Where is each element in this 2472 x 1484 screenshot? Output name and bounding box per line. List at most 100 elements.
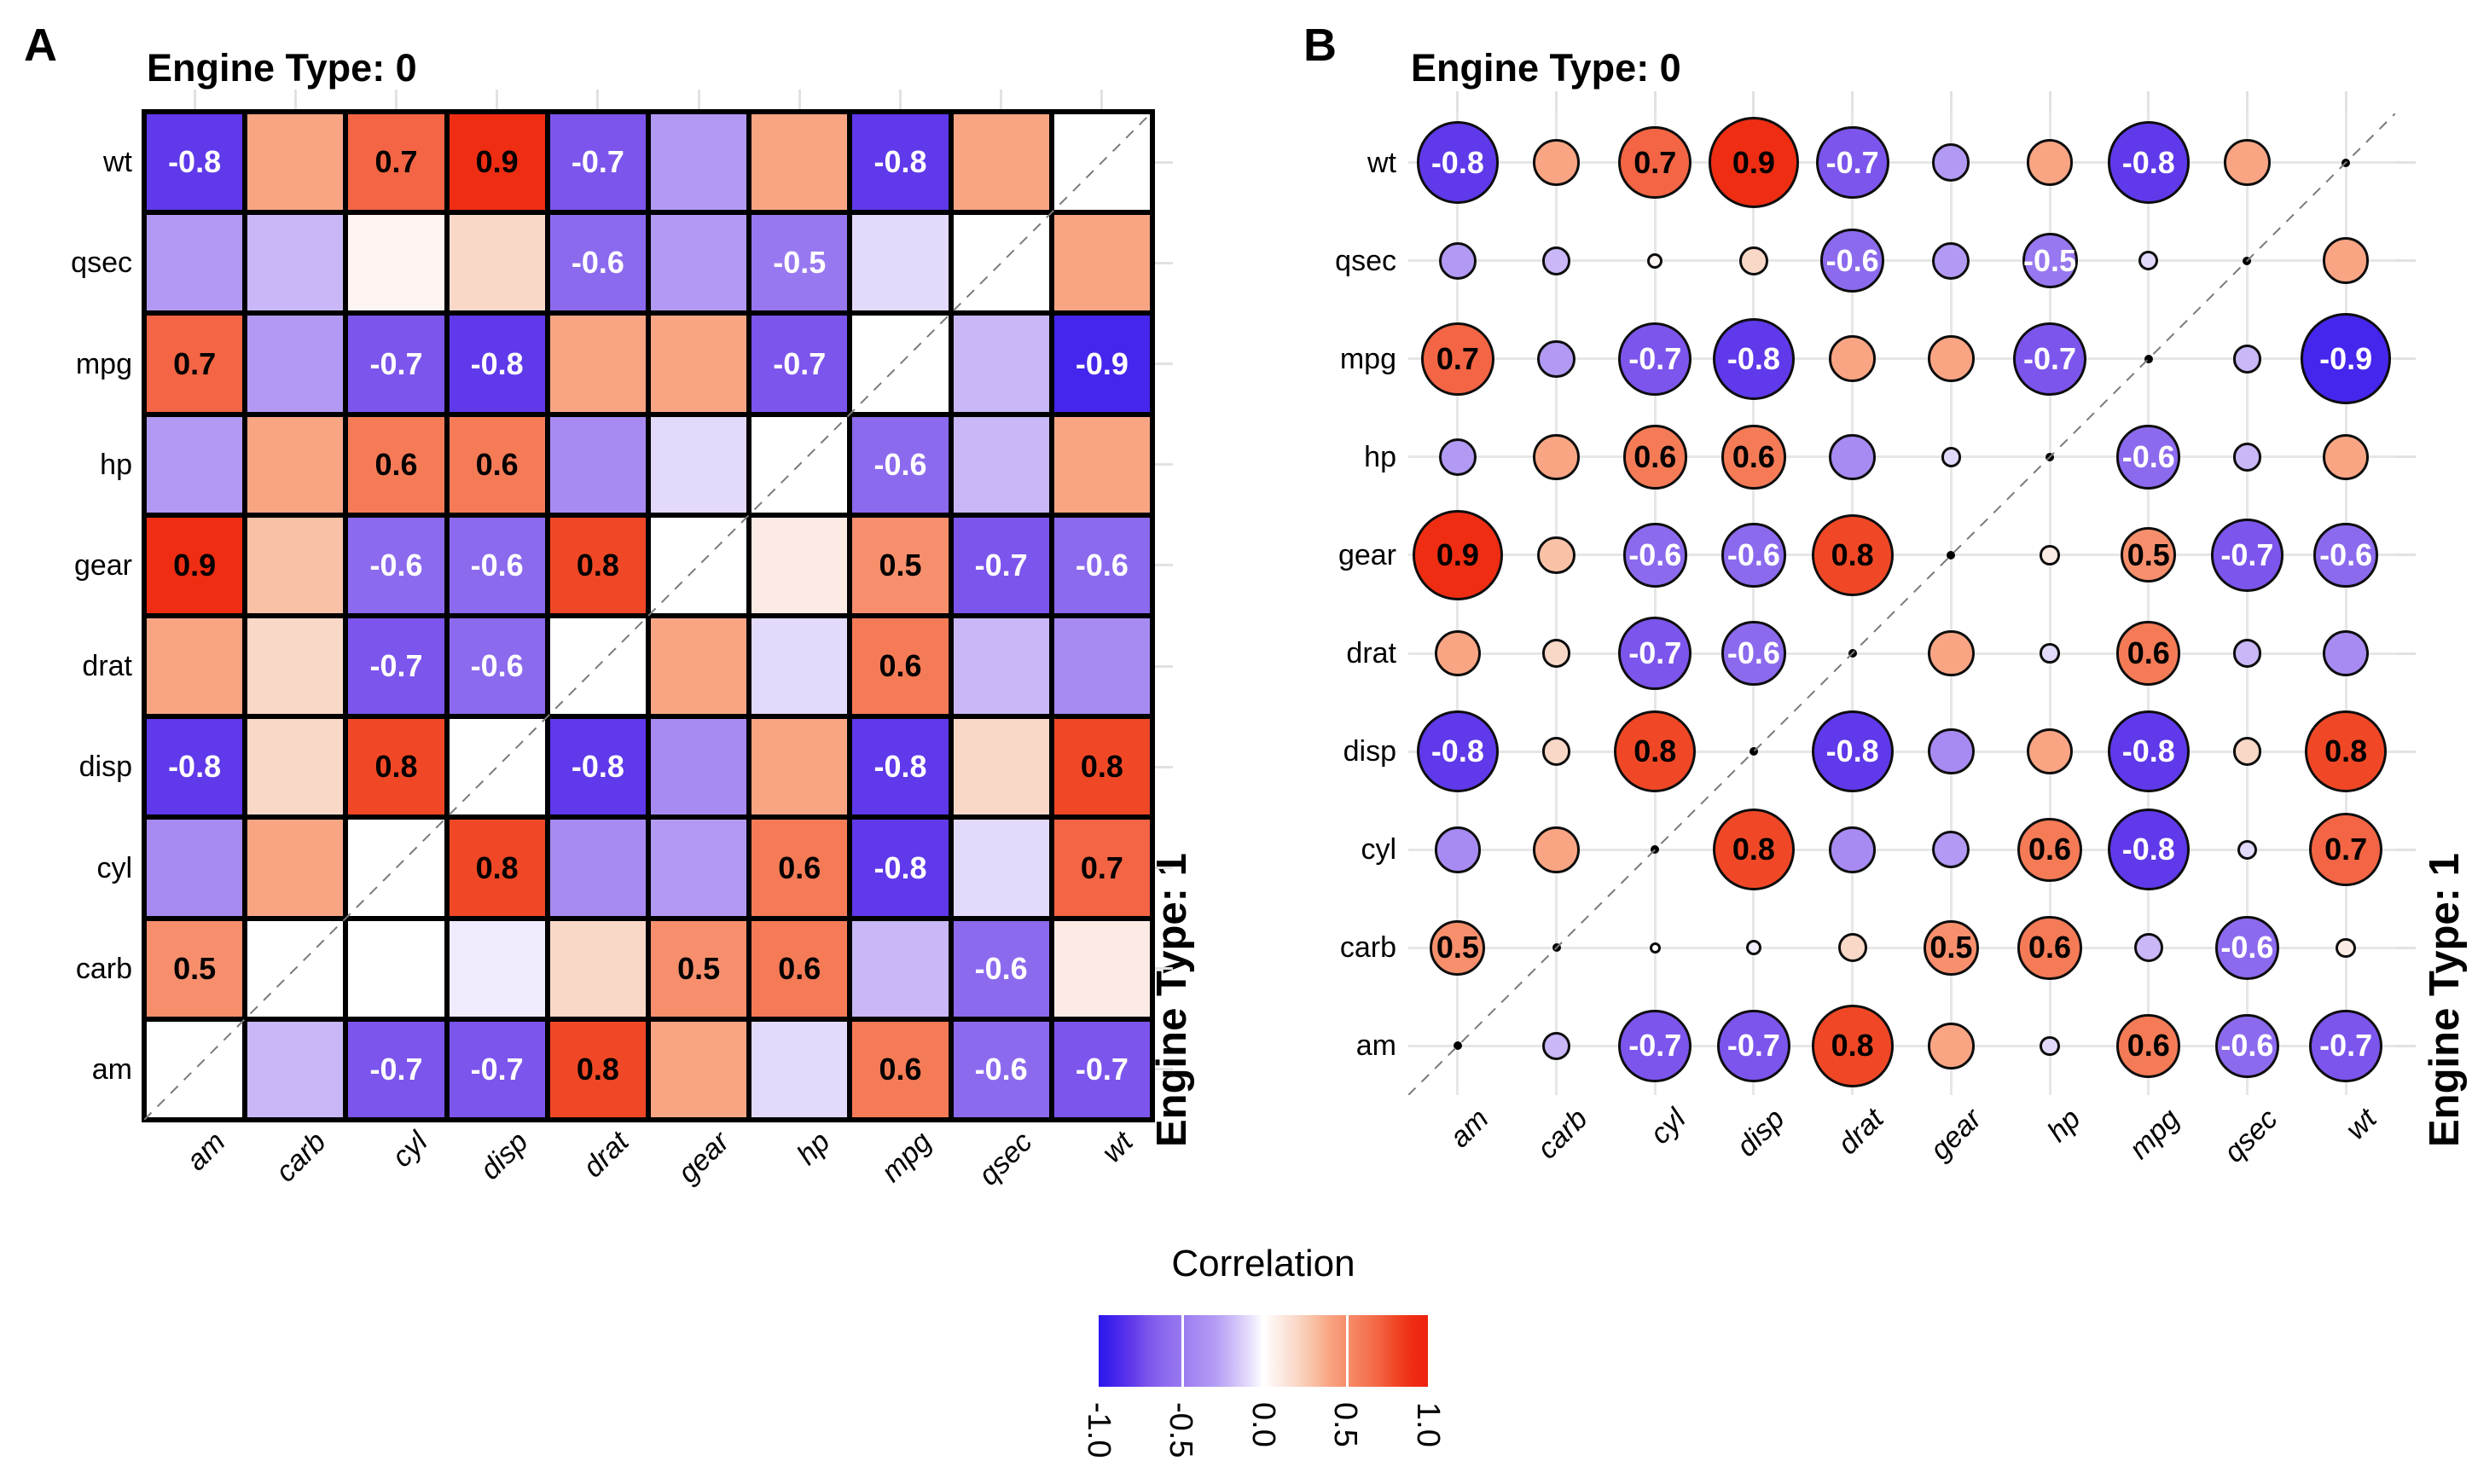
corr-tile-hp-am: [144, 414, 246, 515]
cell-value-label: -0.7: [1825, 144, 1879, 180]
y-axis-label: mpg: [1339, 342, 1396, 375]
corr-circle-mpg-carb: [1537, 339, 1575, 378]
cell-value-label: -0.6: [1075, 547, 1129, 583]
right-axis-tick: [2395, 161, 2416, 165]
corr-tile-mpg-gear: [648, 313, 750, 414]
corr-circle-cyl-gear: [1932, 831, 1970, 869]
cell-value-label: -0.8: [1430, 733, 1484, 769]
corr-tile-hp-hp: [749, 414, 850, 515]
right-axis-tick: [1152, 261, 1173, 264]
cell-value-label: -0.6: [470, 547, 524, 583]
corr-tile-mpg-qsec: [950, 313, 1052, 414]
diagonal-dot: [1749, 747, 1758, 756]
legend-bar-tick: [1345, 1315, 1349, 1387]
y-axis-label: hp: [100, 448, 132, 481]
corr-circle-drat-hp: [2040, 643, 2060, 664]
cell-value-label: -0.7: [1628, 635, 1682, 671]
cell-value-label: 0.7: [173, 345, 217, 381]
cell-value-label: 0.6: [2127, 1028, 2170, 1064]
y-axis-label: mpg: [75, 347, 132, 380]
cell-value-label: -0.8: [2121, 733, 2175, 769]
corr-circle-disp-hp: [2026, 728, 2074, 775]
corr-circle-disp-qsec: [2232, 737, 2262, 767]
corr-circle-wt-gear: [1932, 143, 1970, 182]
top-axis-tick: [293, 90, 297, 112]
top-axis-tick: [2048, 91, 2051, 113]
cell-value-label: 0.6: [1732, 438, 1775, 474]
cell-value-label: 0.9: [475, 144, 519, 180]
correlation-legend: Correlation -1.0 -0.5 0.0 0.5 1.0: [1056, 1237, 1483, 1484]
legend-tick-label: -0.5: [1163, 1402, 1198, 1458]
cell-value-label: -0.8: [873, 749, 927, 785]
y-axis-label: carb: [1339, 931, 1396, 965]
corr-tile-drat-drat: [547, 616, 648, 717]
cell-value-label: 0.6: [2028, 930, 2072, 965]
cell-value-label: -0.6: [1726, 635, 1780, 671]
cell-value-label: -0.7: [1726, 1028, 1780, 1064]
corr-tile-wt-wt: [1051, 112, 1152, 213]
cell-value-label: -0.5: [2023, 242, 2077, 278]
cell-value-label: -0.7: [1628, 340, 1682, 376]
corr-tile-disp-qsec: [950, 716, 1052, 818]
corr-circle-carb-wt: [2336, 937, 2356, 959]
corr-circle-cyl-am: [1434, 826, 1482, 873]
cell-value-label: 0.8: [576, 547, 619, 583]
corr-tile-qsec-cyl: [345, 212, 447, 314]
corr-circle-drat-gear: [1928, 629, 1975, 677]
corr-circle-qsec-wt: [2322, 237, 2370, 284]
corr-tile-qsec-mpg: [850, 212, 951, 314]
top-axis-tick: [1949, 91, 1953, 113]
cell-value-label: -0.7: [974, 547, 1028, 583]
y-axis-label: qsec: [71, 246, 132, 280]
right-axis-tick: [2395, 848, 2416, 851]
corr-circle-mpg-qsec: [2232, 344, 2262, 374]
diagonal-dot: [1947, 550, 1956, 559]
corr-circle-hp-qsec: [2232, 442, 2262, 472]
corr-tile-qsec-qsec: [950, 212, 1052, 314]
diagonal-dot: [2341, 158, 2351, 167]
y-axis-label: cyl: [1361, 833, 1396, 867]
cell-value-label: 0.5: [1436, 930, 1479, 965]
corr-circle-wt-carb: [1533, 139, 1580, 186]
panel-b-top-facet-title: Engine Type: 0: [1411, 46, 1681, 90]
corr-tile-mpg-drat: [547, 313, 648, 414]
right-axis-tick: [1152, 867, 1173, 869]
right-axis-tick: [2395, 750, 2416, 753]
corr-tile-qsec-disp: [446, 212, 548, 314]
cell-value-label: 0.8: [1080, 749, 1123, 785]
corr-tile-am-gear: [648, 1018, 750, 1120]
y-axis-label: drat: [82, 650, 132, 683]
top-axis-tick: [899, 90, 902, 112]
legend-tick-label: 0.0: [1245, 1402, 1281, 1447]
cell-value-label: -0.6: [974, 950, 1028, 986]
cell-value-label: 0.7: [374, 144, 418, 180]
corr-tile-gear-gear: [648, 514, 750, 616]
cell-value-label: 0.8: [576, 1051, 619, 1087]
cell-value-label: 0.6: [879, 648, 922, 684]
top-axis-tick: [1000, 90, 1003, 112]
corr-tile-wt-carb: [245, 112, 346, 213]
corr-tile-carb-mpg: [850, 918, 951, 1019]
cell-value-label: -0.6: [470, 648, 524, 684]
cell-value-label: -0.6: [571, 245, 624, 281]
top-axis-tick: [1752, 91, 1755, 113]
right-axis-tick: [2395, 259, 2416, 263]
y-axis-label: wt: [103, 146, 132, 179]
cell-value-label: -0.9: [2319, 340, 2373, 376]
cell-value-label: 0.6: [2127, 635, 2170, 671]
cell-value-label: -0.7: [1075, 1051, 1129, 1087]
cell-value-label: 0.8: [2324, 733, 2368, 769]
corr-tile-disp-disp: [446, 716, 548, 818]
cell-value-label: -0.8: [168, 144, 222, 180]
top-axis-tick: [596, 90, 600, 112]
cell-value-label: 0.9: [1436, 536, 1479, 572]
corr-tile-hp-gear: [648, 414, 750, 515]
corr-circle-mpg-gear: [1928, 335, 1975, 383]
cell-value-label: -0.7: [773, 345, 827, 381]
corr-circle-carb-drat: [1837, 933, 1867, 963]
corr-tile-carb-drat: [547, 918, 648, 1019]
corr-circle-wt-qsec: [2224, 139, 2271, 186]
y-axis-label: disp: [78, 751, 132, 784]
corr-circle-hp-carb: [1533, 433, 1580, 481]
